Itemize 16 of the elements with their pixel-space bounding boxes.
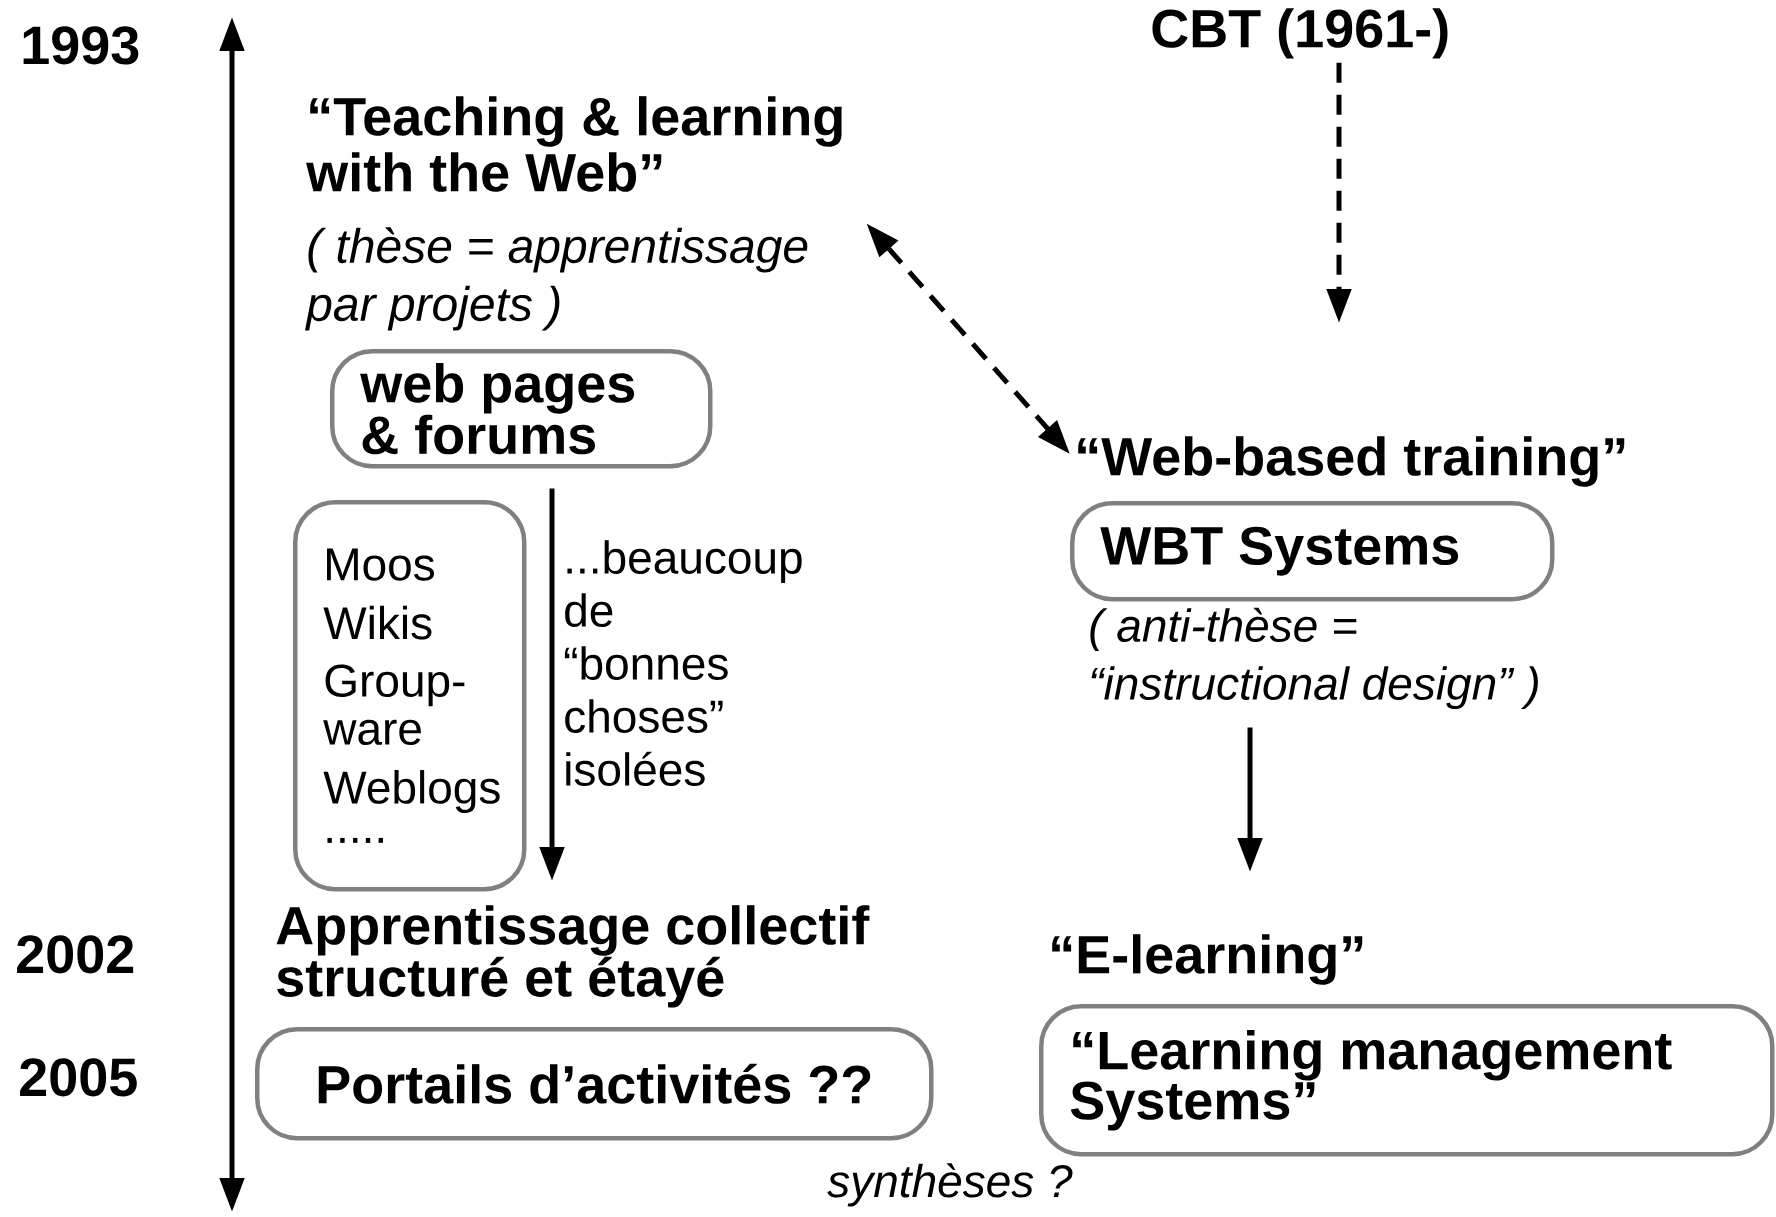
- rounded-box: WBT Systems: [1070, 501, 1555, 602]
- edge-label: ...beaucoup de “bonnes choses” isolées: [561, 538, 816, 788]
- note-text: synthèses ?: [827, 1163, 1073, 1207]
- year-label: 1993: [23, 26, 139, 65]
- rounded-box: web pages & forums: [330, 349, 713, 469]
- note-text: ( anti-thèse = “instructional design” ): [1090, 607, 1538, 710]
- rounded-box: “Learning management Systems”: [1039, 1004, 1775, 1157]
- rounded-box: Portails d’activités ??: [255, 1027, 934, 1141]
- heading-text: Apprentissage collectif structuré et étayé: [276, 905, 870, 1008]
- heading-text: CBT (1961-): [1152, 8, 1448, 59]
- heading-text: “Teaching & learning with the Web” ( thèse = apprentissage par projets ): [305, 96, 842, 331]
- heading-text: “E-learning”: [1052, 934, 1363, 985]
- rounded-box: Moos Wikis Group- ware Weblogs .....: [293, 500, 527, 892]
- year-label: 2005: [20, 1058, 137, 1097]
- heading-text: “Web-based training”: [1078, 436, 1625, 487]
- year-label: 2002: [17, 935, 134, 974]
